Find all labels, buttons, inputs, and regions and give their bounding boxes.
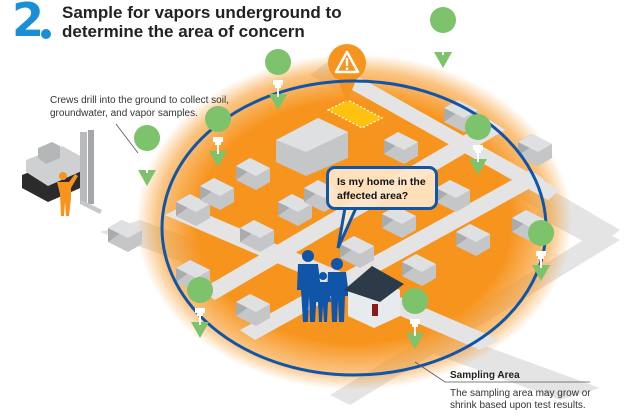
sampling-area-description: The sampling area may grow or shrink bas… bbox=[450, 388, 591, 411]
step-number: 2 bbox=[12, 0, 44, 47]
speech-bubble-tail bbox=[336, 207, 358, 249]
bubble-line-2: affected area? bbox=[337, 190, 409, 202]
step-dot bbox=[41, 29, 51, 39]
title-line-2: determine the area of concern bbox=[62, 22, 305, 41]
crew-worker bbox=[57, 172, 78, 216]
bubble-line-1: Is my home in the bbox=[337, 176, 426, 188]
page-title: Sample for vapors underground to determi… bbox=[62, 3, 342, 41]
family-silhouette bbox=[297, 250, 349, 322]
warning-triangle-icon bbox=[334, 50, 360, 74]
user-home bbox=[344, 266, 404, 328]
title-line-1: Sample for vapors underground to bbox=[62, 3, 342, 22]
speech-bubble-text: Is my home in the affected area? bbox=[337, 175, 426, 203]
speech-bubble: Is my home in the affected area? bbox=[326, 166, 438, 210]
crew-callout: Crews drill into the ground to collect s… bbox=[50, 95, 229, 119]
contamination-site bbox=[326, 99, 384, 129]
buildings bbox=[108, 100, 552, 326]
sampling-area-title: Sampling Area bbox=[450, 370, 520, 381]
drill-sample-pin-icon bbox=[430, 7, 457, 68]
crew-leader-line bbox=[115, 123, 139, 154]
sampling-leader-line bbox=[414, 361, 590, 383]
